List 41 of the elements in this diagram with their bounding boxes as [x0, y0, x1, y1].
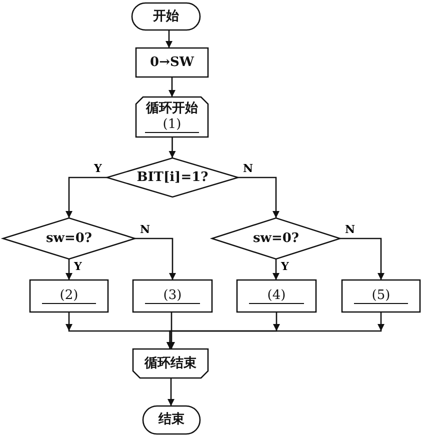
- decision-diamond: [107, 158, 238, 197]
- arrow: [238, 176, 280, 218]
- fill-in-blank: (5): [354, 288, 408, 304]
- decision-diamond: [3, 218, 135, 259]
- fill-in-blank: (4): [249, 288, 304, 304]
- fill-in-blank: (3): [145, 288, 200, 304]
- process-box: [133, 280, 212, 312]
- decision-diamond: [212, 218, 340, 259]
- arrow: [135, 238, 176, 280]
- loop-start-shape: [136, 97, 208, 137]
- edge-label: N: [344, 224, 356, 236]
- node-label: 循环结束: [144, 356, 196, 372]
- arrow: [168, 312, 175, 349]
- process-box: [30, 280, 108, 312]
- arrow: [340, 238, 384, 280]
- fill-in-blank: (1): [144, 116, 200, 134]
- arrow: [168, 77, 176, 97]
- node-label: BIT[i]=1?: [136, 170, 208, 186]
- arrow: [166, 312, 382, 349]
- terminal-shape: [132, 3, 200, 30]
- loop-end-shape: [133, 349, 208, 378]
- node-label: 开始: [153, 8, 179, 24]
- process-box: [237, 280, 316, 312]
- arrow: [66, 176, 107, 218]
- process-box: [136, 48, 208, 77]
- edge-label: N: [242, 162, 254, 175]
- edge-label: Y: [93, 162, 103, 175]
- node-label: 0→SW: [150, 54, 194, 70]
- arrow: [166, 30, 172, 48]
- arrow: [168, 378, 174, 406]
- edge-label: N: [139, 224, 152, 236]
- process-box: [342, 280, 420, 312]
- arrow: [66, 259, 72, 280]
- arrow: [168, 137, 176, 158]
- arrow: [272, 259, 280, 280]
- node-label: sw=0?: [252, 230, 300, 246]
- fill-in-blank: (2): [42, 288, 96, 304]
- node-label: 循环开始: [146, 100, 198, 116]
- terminal-shape: [143, 406, 200, 434]
- node-label: 结束: [158, 412, 184, 428]
- node-label: sw=0?: [46, 230, 92, 246]
